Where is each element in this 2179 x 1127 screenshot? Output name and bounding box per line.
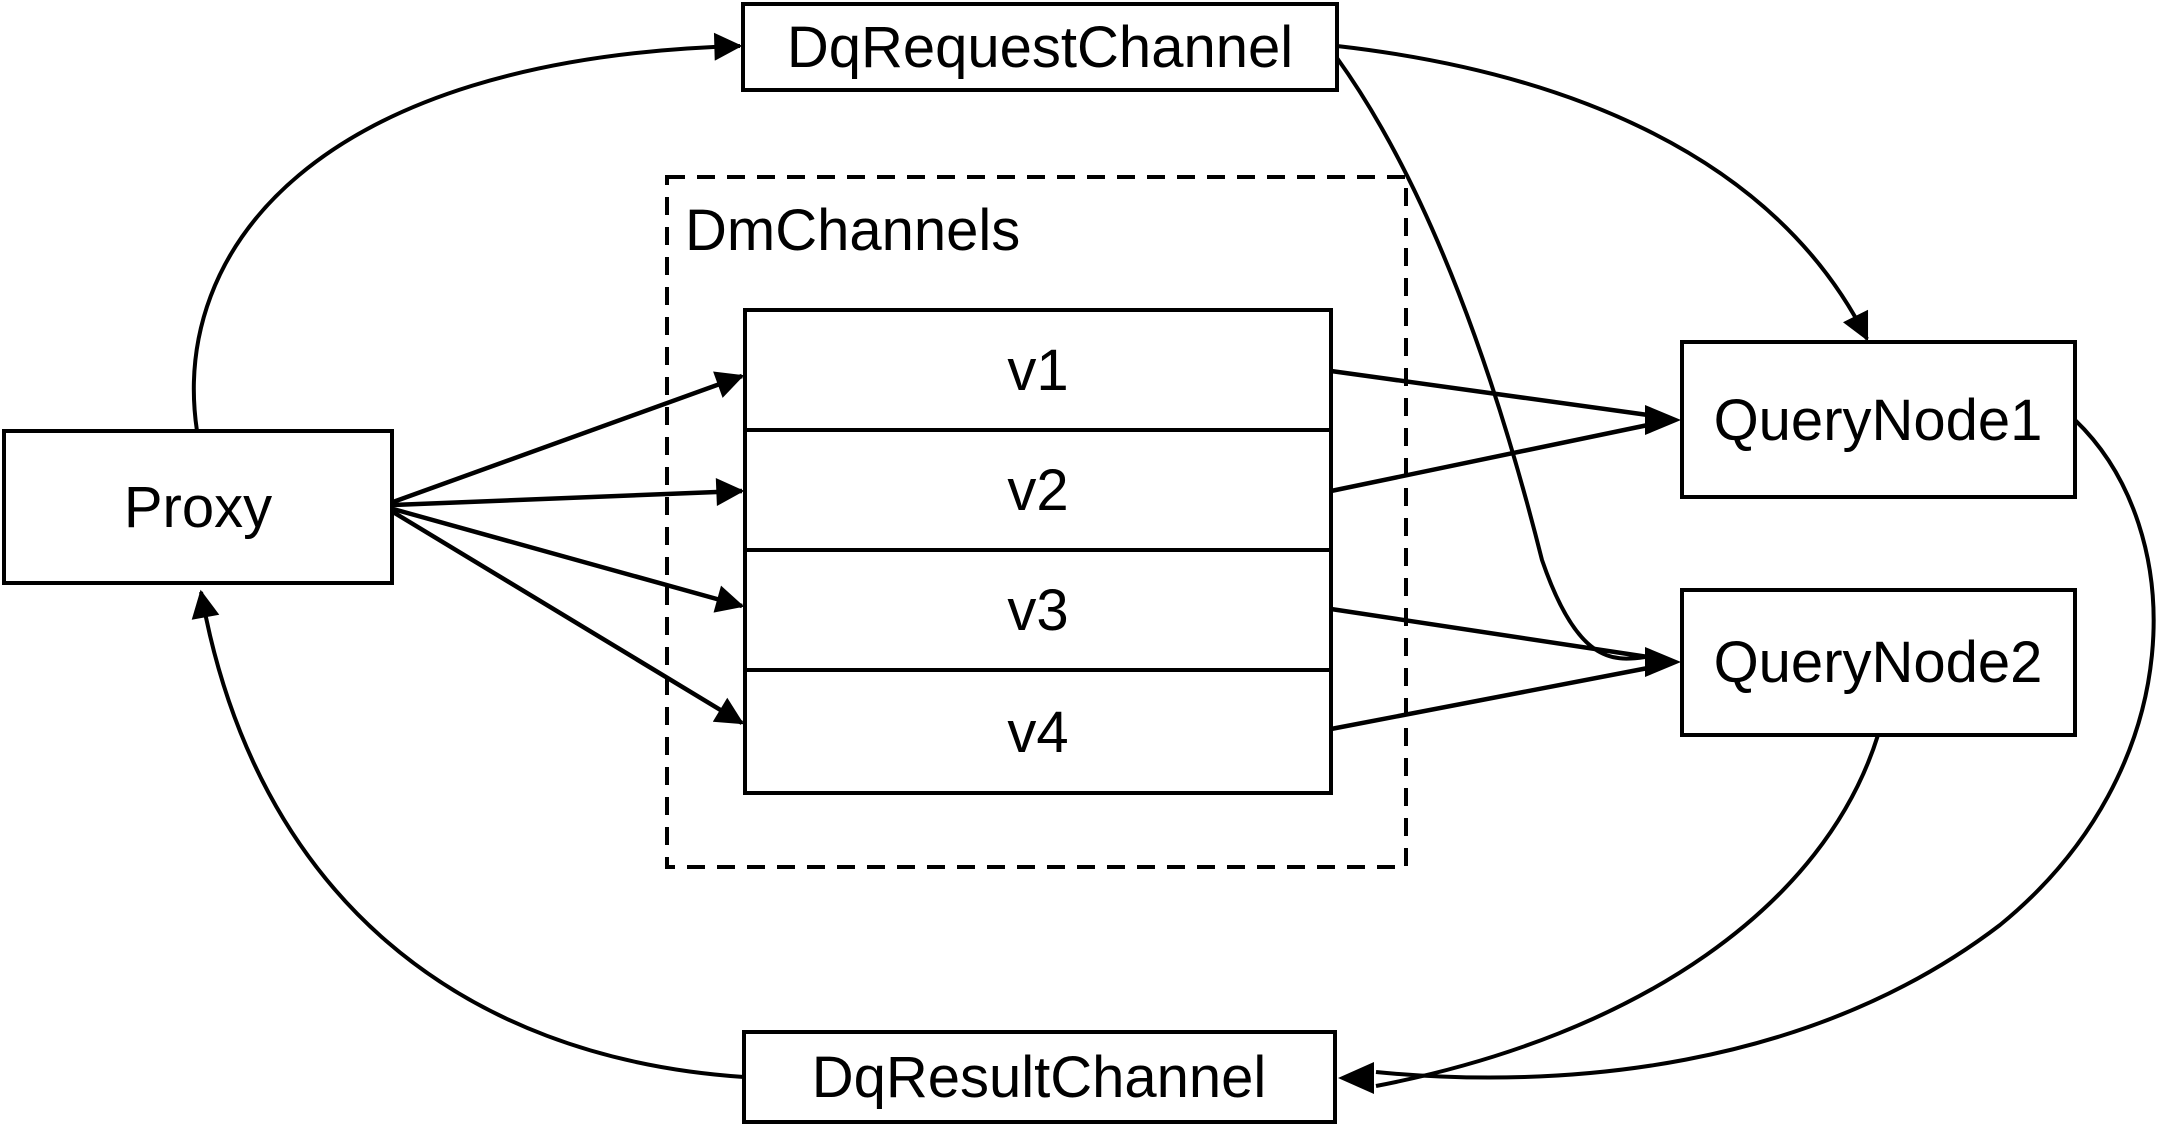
edge-dqresultchannel-to-proxy <box>191 589 745 1079</box>
node-dqrequestchannel-label: DqRequestChannel <box>787 15 1293 80</box>
node-proxy-label: Proxy <box>124 475 272 540</box>
node-querynode2 <box>1680 588 2077 737</box>
node-querynode1-label: QueryNode1 <box>1714 388 2043 453</box>
arrowhead-into-querynode1 <box>1645 405 1681 435</box>
edge-v3-to-querynode2 <box>1330 606 1649 660</box>
edge-v4-to-querynode2 <box>1330 665 1649 732</box>
edge-querynode2-to-dqresultchannel <box>1375 734 1880 1088</box>
edge-proxy-to-v1 <box>392 371 745 505</box>
edge-v2-to-querynode1 <box>1330 422 1649 494</box>
node-v1-label: v1 <box>1007 338 1068 403</box>
node-v3-label: v3 <box>1007 578 1068 643</box>
edge-dqrequestchannel-to-querynode2 <box>1335 56 1646 661</box>
node-querynode2-label: QueryNode2 <box>1714 630 2043 695</box>
group-dmchannels-label: DmChannels <box>685 198 1020 263</box>
arrowhead-into-querynode2 <box>1645 647 1681 677</box>
edge-proxy-to-v3 <box>392 506 745 613</box>
node-v4-label: v4 <box>1007 700 1068 765</box>
node-querynode1 <box>1680 340 2077 499</box>
edge-dqrequestchannel-to-querynode1 <box>1336 44 1869 342</box>
node-proxy <box>2 429 394 585</box>
node-dqresultchannel <box>742 1030 1337 1124</box>
arrowhead-into-dqresultchannel <box>1338 1062 1374 1094</box>
edge-querynode1-to-dqresultchannel <box>1375 418 2156 1080</box>
edge-proxy-to-v2 <box>392 478 745 508</box>
edge-v1-to-querynode1 <box>1330 368 1649 418</box>
node-dqresultchannel-label: DqResultChannel <box>812 1045 1267 1110</box>
edge-proxy-to-dqrequestchannel <box>191 32 743 432</box>
edge-proxy-to-v4 <box>391 510 744 725</box>
node-v2-label: v2 <box>1007 458 1068 523</box>
group-dmchannels <box>665 175 1408 869</box>
node-dqrequestchannel <box>741 2 1339 92</box>
